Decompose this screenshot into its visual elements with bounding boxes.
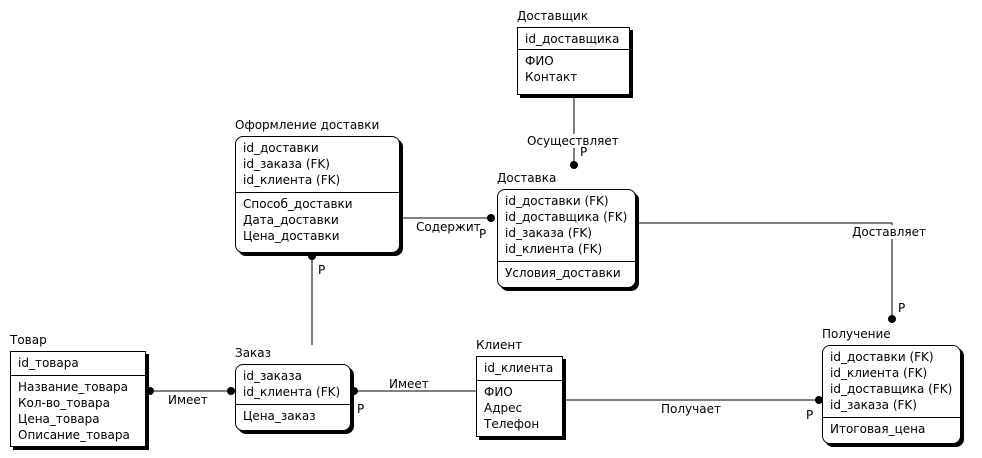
- pk-section: id_доставщика: [518, 28, 629, 50]
- dot-delivers: [888, 315, 896, 323]
- dot-order-delivery-order: [308, 252, 316, 260]
- attr: ФИО: [525, 54, 554, 68]
- attr: Телефон: [484, 417, 540, 431]
- cardinality-client-order: P: [357, 402, 365, 416]
- dot-receives: [815, 396, 823, 404]
- attr: Адрес: [484, 401, 523, 415]
- rel-label-delivers: Доставляет: [852, 225, 926, 239]
- pk-attr: id_заказа (FK): [505, 226, 592, 240]
- dot-has-product-left: [146, 387, 154, 395]
- attr-section: Цена_заказ: [236, 405, 350, 426]
- rel-label-client-order: Имеет: [389, 377, 429, 391]
- pk-attr: id_доставки (FK): [505, 194, 609, 208]
- entity-title-product: Товар: [10, 333, 47, 347]
- pk-attr: id_клиента (FK): [243, 385, 341, 399]
- rel-label-receives: Получает: [661, 402, 721, 416]
- attr: Цена_доставки: [243, 229, 340, 243]
- rel-label-carries-out: Осуществляет: [527, 134, 619, 148]
- pk-attr: id_клиента (FK): [505, 242, 603, 256]
- attr-section: ФИО Адрес Телефон: [477, 381, 562, 434]
- entity-receipt[interactable]: id_доставки (FK) id_клиента (FK) id_дост…: [822, 345, 961, 444]
- attr-section: Название_товара Кол-во_товара Цена_товар…: [11, 376, 145, 445]
- attr-section: Условия_доставки: [498, 262, 635, 283]
- pk-attr: id_доставки (FK): [830, 350, 934, 364]
- attr: Название_товара: [18, 380, 128, 394]
- pk-section: id_доставки (FK) id_клиента (FK) id_дост…: [823, 346, 960, 418]
- entity-order[interactable]: id_заказа id_клиента (FK) Цена_заказ: [235, 364, 351, 431]
- line-delivers: [636, 222, 893, 319]
- pk-section: id_доставки (FK) id_доставщика (FK) id_з…: [498, 190, 635, 262]
- pk-section: id_заказа id_клиента (FK): [236, 365, 350, 405]
- pk-section: id_клиента: [477, 357, 562, 381]
- rel-label-has-product: Имеет: [168, 393, 208, 407]
- dot-client-order: [350, 387, 358, 395]
- pk-attr: id_заказа (FK): [830, 398, 917, 412]
- entity-title-client: Клиент: [476, 338, 523, 352]
- attr-section: Способ_доставки Дата_доставки Цена_доста…: [236, 193, 399, 246]
- pk-attr: id_клиента (FK): [243, 173, 341, 187]
- entity-delivery-order[interactable]: id_доставки id_заказа (FK) id_клиента (F…: [235, 136, 400, 253]
- cardinality-contains: P: [479, 227, 487, 241]
- pk-attr: id_доставщика: [525, 32, 620, 46]
- dot-contains: [487, 214, 495, 222]
- attr-section: Итоговая_цена: [823, 418, 960, 439]
- pk-section: id_товара: [11, 352, 145, 376]
- attr: Итоговая_цена: [830, 422, 926, 436]
- pk-attr: id_доставщика (FK): [830, 382, 953, 396]
- dot-has-product-right: [227, 387, 235, 395]
- pk-attr: id_клиента (FK): [830, 366, 928, 380]
- cardinality-delivers: P: [898, 301, 906, 315]
- attr: Условия_доставки: [505, 266, 621, 280]
- cardinality-receives: P: [806, 408, 814, 422]
- pk-attr: id_доставки: [243, 141, 319, 155]
- attr: Описание_товара: [18, 428, 130, 442]
- cardinality-order-delivery-order: P: [318, 263, 326, 277]
- entity-title-delivery: Доставка: [497, 171, 557, 185]
- entity-client[interactable]: id_клиента ФИО Адрес Телефон: [476, 356, 563, 437]
- entity-title-supplier: Доставщик: [517, 9, 589, 23]
- entity-title-receipt: Получение: [822, 327, 891, 341]
- pk-attr: id_клиента: [484, 361, 554, 375]
- cardinality-carries-out: P: [580, 145, 588, 159]
- pk-attr: id_доставщика (FK): [505, 210, 628, 224]
- attr: Цена_заказ: [243, 409, 316, 423]
- entity-title-order: Заказ: [235, 346, 272, 360]
- attr: Способ_доставки: [243, 197, 353, 211]
- dot-carries-out: [570, 161, 578, 169]
- attr: Контакт: [525, 70, 578, 84]
- entity-product[interactable]: id_товара Название_товара Кол-во_товара …: [10, 351, 146, 447]
- pk-attr: id_товара: [18, 356, 79, 370]
- attr: Цена_товара: [18, 412, 100, 426]
- attr: ФИО: [484, 385, 513, 399]
- rel-label-contains: Содержит: [416, 220, 481, 234]
- pk-section: id_доставки id_заказа (FK) id_клиента (F…: [236, 137, 399, 193]
- attr: Дата_доставки: [243, 213, 339, 227]
- entity-delivery[interactable]: id_доставки (FK) id_доставщика (FK) id_з…: [497, 189, 636, 288]
- entity-supplier[interactable]: id_доставщика ФИО Контакт: [517, 27, 630, 95]
- attr: Кол-во_товара: [18, 396, 111, 410]
- pk-attr: id_заказа: [243, 369, 303, 383]
- pk-attr: id_заказа (FK): [243, 157, 330, 171]
- attr-section: ФИО Контакт: [518, 50, 629, 87]
- entity-title-delivery-order: Оформление доставки: [235, 118, 380, 132]
